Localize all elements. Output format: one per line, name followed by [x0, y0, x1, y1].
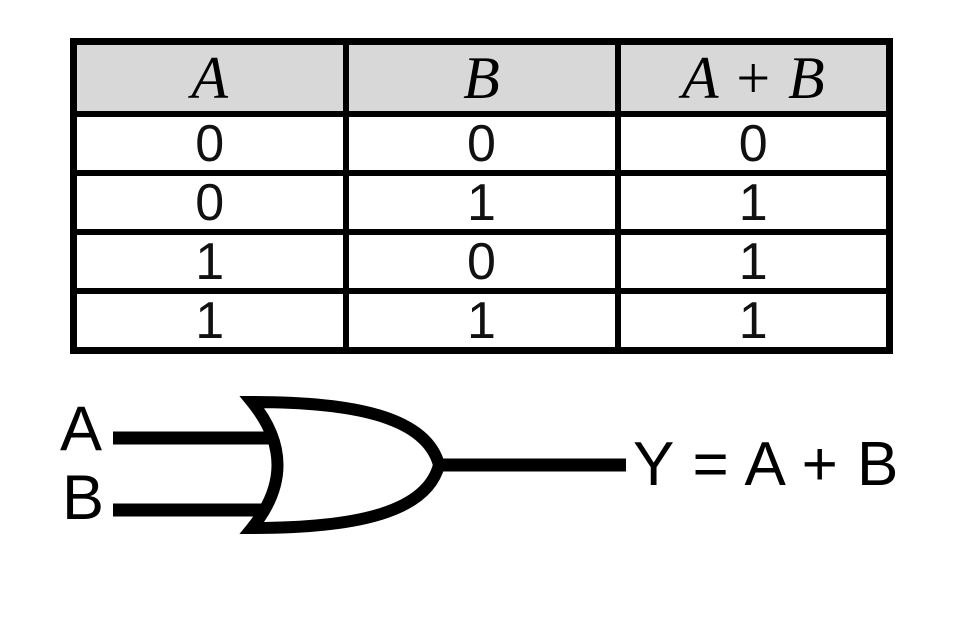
- cell-result: 1: [614, 288, 893, 354]
- cell-a: 1: [70, 229, 349, 294]
- or-gate-diagram: [113, 395, 626, 535]
- output-expression: Y = A + B: [633, 430, 900, 499]
- cell-result: 0: [614, 111, 893, 176]
- cell-a: 1: [70, 288, 349, 354]
- cell-b: 0: [342, 229, 621, 294]
- cell-b: 1: [342, 170, 621, 235]
- header-cell-a: A: [70, 38, 349, 117]
- cell-result: 1: [614, 229, 893, 294]
- truth-table: A B A + B 0 0 0 0 1 1 1 0 1 1: [70, 38, 893, 354]
- input-label-b: B: [62, 463, 105, 533]
- table-row: 1 0 1: [70, 229, 893, 294]
- truth-table-header-row: A B A + B: [70, 38, 893, 117]
- cell-a: 0: [70, 170, 349, 235]
- input-label-a: A: [60, 394, 103, 464]
- header-cell-b: B: [342, 38, 621, 117]
- table-row: 0 0 0: [70, 111, 893, 176]
- or-gate-icon: [239, 395, 446, 535]
- cell-a: 0: [70, 111, 349, 176]
- cell-b: 1: [342, 288, 621, 354]
- cell-b: 0: [342, 111, 621, 176]
- table-row: 0 1 1: [70, 170, 893, 235]
- header-cell-a-plus-b: A + B: [614, 38, 893, 117]
- table-row: 1 1 1: [70, 288, 893, 354]
- cell-result: 1: [614, 170, 893, 235]
